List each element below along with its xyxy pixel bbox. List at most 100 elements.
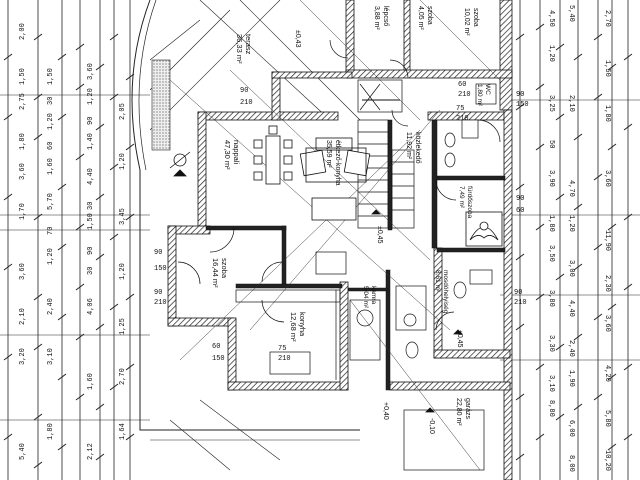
dim-r2-1: 2,10 (567, 95, 575, 112)
terrace-area-text: 36,33 m² (235, 34, 244, 64)
kitchen-area: 12,68 m² (289, 312, 298, 342)
dim-l3-10: 1,60 (87, 373, 95, 390)
dim-l2-0: 1,50 (47, 68, 55, 85)
garage-level: -0,10 (428, 418, 435, 434)
opening-13: 60 (516, 207, 524, 215)
bathtub (465, 211, 503, 247)
dim-l4-0: 2,05 (119, 103, 127, 120)
dim-r1-7: 3,80 (547, 290, 555, 307)
dim-l4-3: 1,20 (119, 263, 127, 280)
staircase (357, 79, 415, 229)
hall-level: ±0,45 (376, 226, 383, 244)
dim-r1-6: 3,50 (547, 245, 555, 262)
dim-r2-2: 4,70 (567, 180, 575, 197)
top-room-b-name: szoba (472, 8, 479, 27)
pantry-name: kamra (370, 286, 377, 304)
dim-l1-9: 5,40 (19, 443, 27, 460)
room-label-hall: közlekedő 11,92 m² (405, 132, 421, 164)
opening-6: 60 (458, 81, 466, 89)
room-label-kitchen: konyha 12,68 m² (289, 312, 307, 342)
bedroom-area: 16,44 m² (211, 258, 220, 288)
top-room-a-name: szoba (426, 6, 433, 25)
dim-r3-3: 3,60 (603, 170, 611, 187)
room-label-bath: fürdőszoba 7,49 m² (458, 186, 473, 219)
dim-r3-0: 2,70 (603, 10, 611, 27)
dim-l2-3: 60 (47, 142, 55, 150)
dim-r1-9: 3,10 (547, 375, 555, 392)
dim-r1-8: 3,30 (547, 335, 555, 352)
dim-l3-3: 1,40 (87, 133, 95, 150)
living-name: nappali (232, 140, 241, 165)
door-swings (177, 39, 501, 331)
hall-area: 11,92 m² (405, 132, 412, 160)
garage-name: garázs (464, 398, 471, 420)
dim-l3-1: 1,20 (87, 88, 95, 105)
dim-l1-1: 1,50 (19, 68, 27, 85)
terrace-area (131, 0, 361, 471)
opening-7: 210 (458, 91, 471, 99)
dim-r3-4: 11,90 (603, 230, 611, 251)
opening-dimensions: 90 150 90 210 90 210 60 210 75 210 90 15… (154, 81, 529, 363)
sanitary-fixtures (403, 83, 497, 359)
dim-r1-0: 4,50 (547, 10, 555, 27)
dim-r3-6: 3,60 (603, 315, 611, 332)
sofa-set (299, 137, 371, 221)
dim-l3-9: 4,06 (87, 298, 95, 315)
dim-r2-4: 3,00 (567, 260, 575, 277)
bedroom-name: szoba (220, 258, 229, 279)
dim-r1-3: 50 (547, 140, 555, 148)
wc-area: 1,80 m² (476, 84, 483, 107)
dim-l2-7: 1,20 (47, 248, 55, 265)
opening-10: 90 (516, 91, 524, 99)
dim-l1-7: 2,10 (19, 308, 27, 325)
pantry-area: 5,04 m² (362, 286, 369, 309)
outer-walls (167, 0, 513, 480)
dim-r2-9: 8,00 (567, 455, 575, 472)
dim-l4-4: 1,25 (119, 318, 127, 335)
room-label-utility: mosdóhelyiség 8,61 m² (434, 270, 449, 314)
opening-15: 210 (514, 299, 527, 307)
room-label-wc: WC 1,80 m² (476, 84, 491, 107)
dim-l1-5: 1,70 (19, 203, 27, 220)
opening-3: 210 (154, 299, 167, 307)
opening-12: 90 (516, 195, 524, 203)
inner-walls (205, 119, 506, 391)
opening-8: 75 (456, 105, 464, 113)
dim-l1-0: 2,00 (19, 23, 27, 40)
opening-5: 210 (240, 99, 253, 107)
garage-area: 22,80 m² (455, 398, 462, 426)
dim-r1-1: 1,20 (547, 45, 555, 62)
opening-9: 210 (456, 115, 469, 123)
dim-r2-3: 1,20 (567, 215, 575, 232)
utility-level: ±0,45 (456, 330, 463, 348)
dim-l3-8: 30 (87, 267, 95, 275)
stair-top-area: 3,88 m² (373, 6, 380, 30)
opening-11: 150 (516, 101, 529, 109)
left-dimension-lines (0, 0, 150, 480)
kitchen-name: konyha (298, 312, 307, 337)
dim-l1-6: 3,60 (19, 263, 27, 280)
opening-0: 90 (154, 249, 162, 257)
dim-l1-3: 1,80 (19, 133, 27, 150)
dim-r3-7: 4,20 (603, 365, 611, 382)
dim-l1-2: 2,75 (19, 93, 27, 110)
hall-name: közlekedő (414, 132, 421, 164)
dim-l3-6: 1,50 (87, 213, 95, 230)
dim-l4-6: 1,64 (119, 423, 127, 440)
left-dimension-labels: 2,00 1,50 2,75 1,80 3,60 1,70 3,60 2,10 … (19, 23, 127, 460)
room-label-dining: étkező-konyha 35,59 m² (325, 140, 341, 186)
opening-14: 90 (514, 289, 522, 297)
dim-l3-2: 90 (87, 117, 95, 125)
dim-l3-0: 3,60 (87, 63, 95, 80)
opening-2: 90 (154, 289, 162, 297)
dim-r1-10: 8,80 (547, 400, 555, 417)
dim-l3-11: 2,12 (87, 443, 95, 460)
right-dimension-lines (500, 0, 640, 480)
stair-top-name: lépcső (382, 6, 389, 26)
dim-l2-6: 70 (47, 227, 55, 235)
opening-18: 75 (278, 345, 286, 353)
room-label-top-a: szoba 4,05 m² (417, 6, 433, 30)
right-dimension-labels: 4,50 1,20 3,25 50 3,90 1,80 3,50 3,80 3,… (547, 5, 611, 472)
room-label-terrace: terasz 36,33 m² (235, 34, 253, 64)
room-label-pantry: kamra 5,04 m² (362, 286, 377, 309)
